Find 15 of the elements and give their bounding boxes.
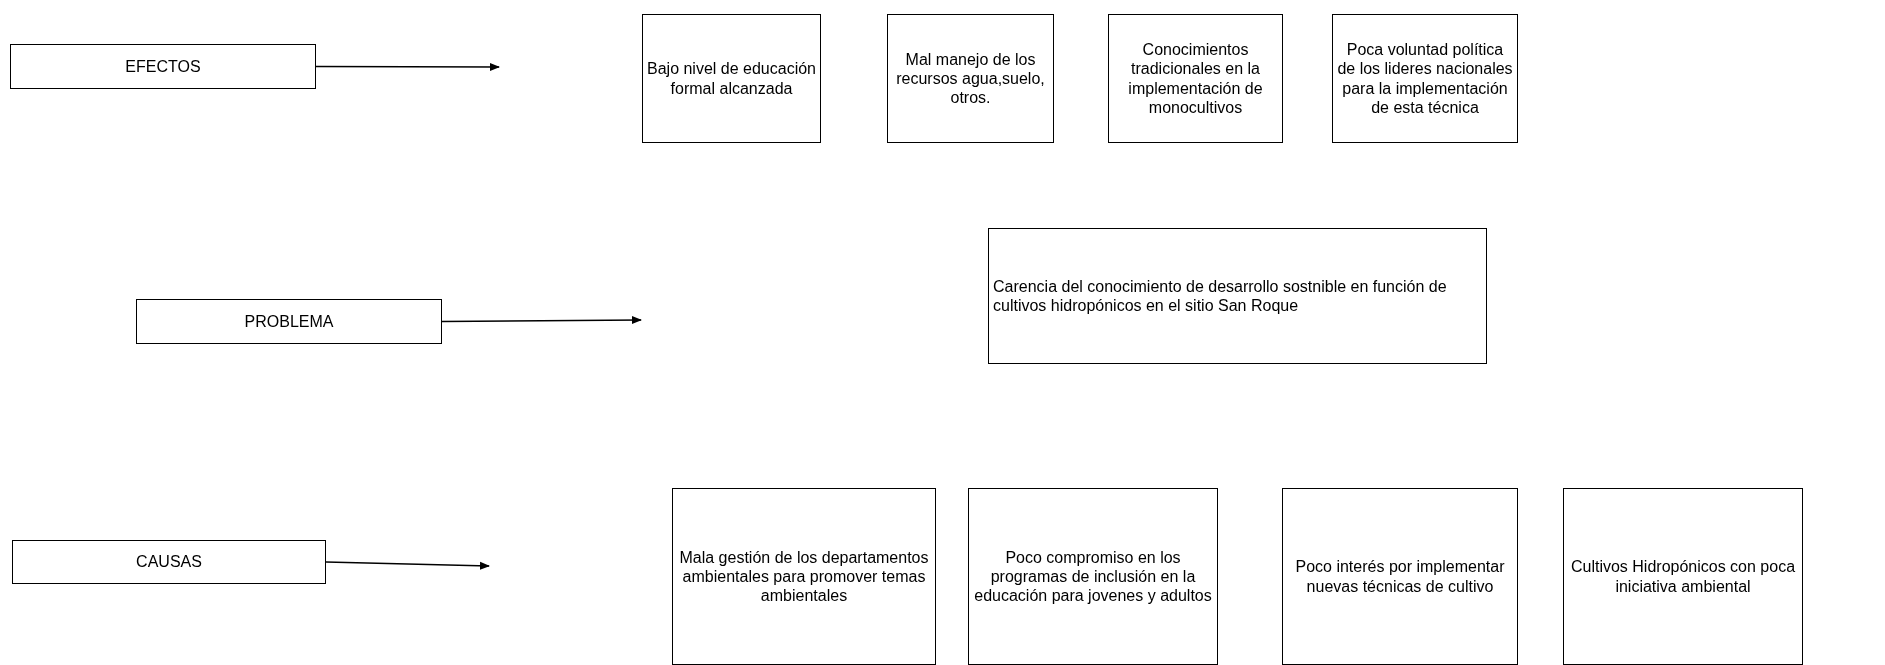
effect-box: Mal manejo de los recursos agua,suelo, otros. <box>887 14 1054 143</box>
label-box: PROBLEMA <box>136 299 442 344</box>
arrow <box>441 316 642 325</box>
problem-box: Carencia del conocimiento de desarrollo sostnible en función de cultivos hidropónicos en el sitio San Roque <box>988 228 1487 364</box>
effect-box: Bajo nivel de educación formal alcanzada <box>642 14 821 143</box>
cause-box: Poco interés por implementar nuevas técnicas de cultivo <box>1282 488 1518 665</box>
arrow <box>325 561 490 570</box>
cause-box: Cultivos Hidropónicos con poca iniciativa ambiental <box>1563 488 1803 665</box>
label-box: EFECTOS <box>10 44 316 89</box>
effect-box: Conocimientos tradicionales en la implementación de monocultivos <box>1108 14 1283 143</box>
cause-box: Poco compromiso en los programas de inclusión en la educación para jovenes y adultos <box>968 488 1218 665</box>
cause-box: Mala gestión de los departamentos ambientales para promover temas ambientales <box>672 488 936 665</box>
label-box: CAUSAS <box>12 540 326 584</box>
effect-box: Poca voluntad política de los lideres nacionales para la implementación de esta técnica <box>1332 14 1518 143</box>
arrow <box>315 63 500 71</box>
